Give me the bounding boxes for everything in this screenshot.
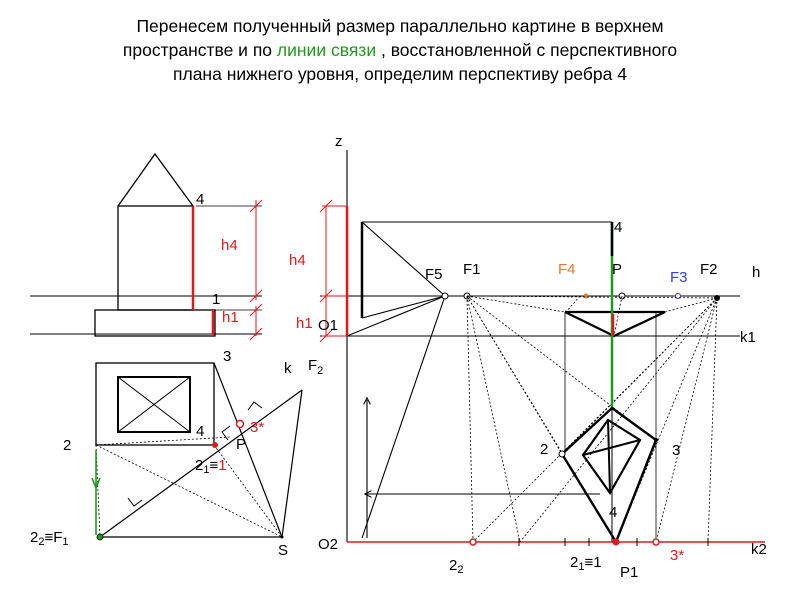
plan-view [95,362,303,538]
persp-label-4: 4 [609,504,617,521]
k2-ticks [518,538,709,546]
label-k1: k1 [740,329,756,346]
label-F2: F2 [700,261,718,278]
facade-base [94,309,216,337]
plan-label-3: 3 [223,348,231,365]
k2-point-3star [652,538,660,546]
label-O1: O1 [318,317,338,334]
label-F4: F4 [558,261,576,278]
persp-point-2 [558,450,566,458]
plan-label-2: 2 [63,437,71,454]
label-F5: F5 [425,266,443,283]
plan-picture-line-k [99,389,303,538]
plan-point-3star [235,419,245,429]
label-F3: F3 [670,269,688,286]
plan-ray-3-S [213,362,283,538]
plan-label-4: 4 [196,423,204,440]
heading-line-2-start: пространстве и по [122,40,277,60]
plan-point-S [280,535,284,539]
plan-label-3star: 3* [250,419,264,436]
label-h: h [752,264,760,281]
heading-highlight: линии связи [276,40,377,60]
vanishing-points [441,292,720,301]
lower-perspective-figure [560,406,658,545]
persp-label-3: 3 [672,442,680,459]
k2-label-3star: 3* [670,547,684,564]
facade-label-h1: h1 [222,309,239,326]
plan-arrow-green [91,477,101,491]
label-z: z [335,133,343,150]
heading-line-2: пространстве и по линии связи , восстано… [0,38,800,62]
plan-dotted-rays [95,436,283,538]
k2-label-21: 21≡1 [570,554,602,573]
persp-label-2: 2 [540,441,548,458]
facade-label-4: 4 [196,191,204,208]
k2-label-22: 22 [449,557,463,576]
plan-label-21: 21≡1 [195,457,227,476]
upper-perspective-figure [564,310,666,542]
label-mid-h1: h1 [296,315,313,332]
k2-point-21 [612,538,620,546]
k2-label-P1: P1 [620,564,638,581]
upper-trapezoid [564,310,666,338]
slide-heading: Перенесем полученный размер параллельно … [0,14,800,86]
persp-point-3 [654,438,658,442]
facade-dim-h4 [249,199,263,341]
heading-line-2-end: , восстановленной с перспективного [376,40,678,60]
plan-point-22F1 [96,533,104,541]
plan-label-P: P [236,436,246,453]
point-F3 [675,293,681,299]
facade-body [117,205,194,311]
plan-inner-square [117,376,191,433]
heading-line-3: плана нижнего уровня, определим перспект… [173,64,627,84]
heading-line-1: Перенесем полученный размер параллельно … [136,16,664,36]
plan-ray-S-F2 [281,389,303,538]
plan-outer-square [95,362,215,446]
plan-label-S: S [278,542,288,559]
dimension-h4-marks [319,199,347,343]
plan-point-21 [212,442,218,448]
label-O2: O2 [318,536,338,553]
point-F4 [583,293,589,299]
plan-label-22F1: 22≡F1 [30,529,69,548]
label-mid-h4: h4 [289,252,306,269]
plan-right-angle-marks [127,401,263,507]
label-k2: k2 [751,541,767,558]
axis-frame [320,150,765,543]
plan-label-F2: F2 [308,357,323,377]
plan-label-k: k [284,360,292,377]
label-F1: F1 [463,261,481,278]
label-P: P [612,261,622,278]
facade-label-1: 1 [212,291,220,308]
facade-label-h4: h4 [221,237,238,254]
label-top-4: 4 [614,219,622,236]
facade-roof [117,152,194,207]
dotted-construction-rays [466,295,718,543]
point-F5 [441,292,449,300]
k2-point-22 [469,538,477,546]
